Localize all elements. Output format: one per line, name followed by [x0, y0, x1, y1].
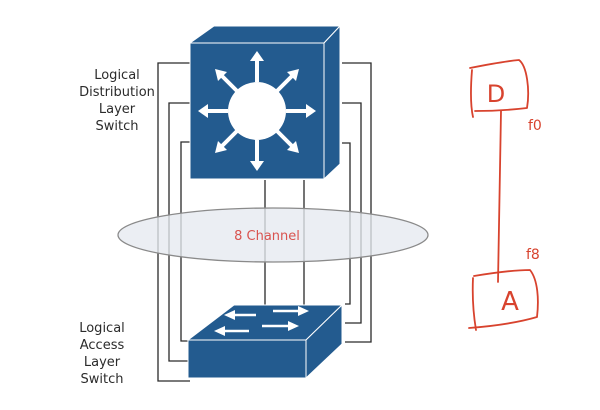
access-switch-label: Logical Access Layer Switch [52, 320, 152, 388]
distribution-switch-label: Logical Distribution Layer Switch [62, 67, 172, 135]
label-line: Logical [79, 321, 125, 336]
label-line: Access [79, 338, 125, 353]
right-wire-bundle [342, 62, 372, 343]
wire-link [342, 62, 372, 343]
switch-side-face [323, 24, 341, 181]
top-box-letter: D [487, 80, 505, 108]
layer3-switch-icon [198, 51, 316, 171]
bottom-box-letter: A [501, 287, 519, 317]
handwritten-annotation: D f0 f8 A [468, 59, 542, 331]
label-line: Logical [94, 68, 140, 83]
layer2-switch-icon [214, 306, 309, 336]
label-line: Switch [80, 372, 124, 387]
label-line: Layer [98, 102, 136, 117]
bottom-box-outline [468, 269, 539, 331]
channel-ellipse [117, 207, 429, 263]
label-line: Switch [95, 119, 139, 134]
channel-label: 8 Channel [234, 229, 300, 244]
distribution-switch[interactable] [188, 24, 342, 181]
switch-top-face [188, 25, 342, 44]
link-line [497, 110, 502, 283]
access-switch[interactable] [186, 303, 344, 380]
top-port-label: f0 [528, 118, 542, 134]
label-line: Distribution [79, 85, 155, 100]
bottom-port-label: f8 [526, 247, 540, 263]
label-line: Layer [83, 355, 121, 370]
switch-front-face [187, 339, 307, 379]
top-box-outline [469, 59, 530, 118]
